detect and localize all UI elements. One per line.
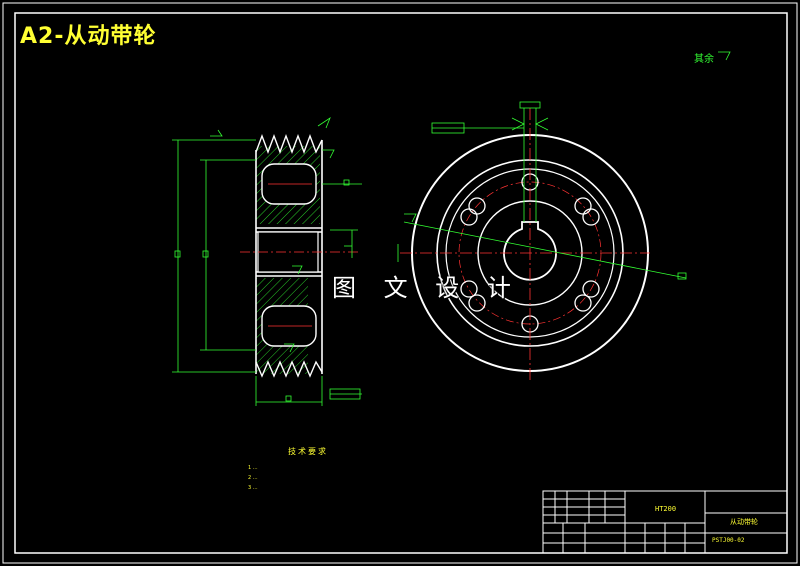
section-outline: [255, 140, 323, 374]
lightening-holes: [460, 173, 600, 333]
tech-requirements-title: 技术要求: [288, 447, 328, 456]
front-dimensions: [397, 51, 731, 280]
title-block-material: HT200: [655, 505, 677, 513]
tech-requirement-item: 3 ...: [248, 485, 258, 491]
drawing-heading: A2-从动带轮: [20, 24, 157, 49]
watermark-text: 图 文 设 计: [332, 274, 521, 302]
title-block: [542, 490, 788, 554]
inner-border: [14, 12, 788, 554]
groove-profile-bottom: [255, 360, 323, 378]
tech-requirement-item: 1 ...: [248, 465, 258, 471]
section-view: [172, 116, 362, 406]
title-block-drawing-no: PSTJ00-02: [712, 537, 745, 544]
groove-profile-top: [255, 134, 323, 154]
technical-requirements: 技术要求 1 ... 2 ... 3 ...: [248, 446, 368, 493]
front-view: [397, 51, 731, 380]
title-block-part-name: 从动带轮: [730, 518, 758, 526]
section-dimensions: [172, 116, 362, 406]
tech-requirement-item: 2 ...: [248, 475, 258, 481]
roughness-note: 其余: [694, 54, 714, 65]
bore-keyway: [503, 221, 557, 281]
